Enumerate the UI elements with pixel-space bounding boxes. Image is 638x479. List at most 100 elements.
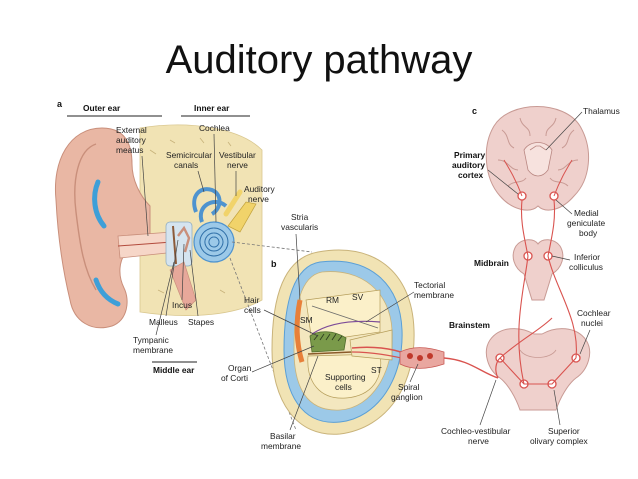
- basilar-label-2: membrane: [261, 441, 301, 451]
- brainstem-fold: [519, 349, 557, 358]
- panel-b-letter: b: [271, 259, 277, 269]
- tectorial-label-1: Tectorial: [414, 280, 445, 290]
- midbrain-label: Midbrain: [474, 258, 509, 268]
- spiral-ganglion-leader: [409, 363, 419, 383]
- panel-c-central-pathway: c Thalamus Primary auditory: [441, 106, 620, 446]
- st-label: ST: [371, 365, 382, 375]
- inferior-colliculus-label-2: colliculus: [569, 262, 603, 272]
- medial-geniculate-label-2: geniculate: [567, 218, 606, 228]
- helix-fold: [74, 143, 97, 291]
- basilar-membrane-shape: [307, 351, 353, 355]
- hair-cell-tufts: [313, 333, 343, 342]
- organ-of-corti-leader: [251, 345, 315, 373]
- tectorial-label-2: membrane: [414, 290, 454, 300]
- midbrain-section: [512, 239, 564, 301]
- tectorial-leader: [365, 291, 415, 323]
- organ-of-corti-label-1: Organ: [228, 363, 252, 373]
- ear-cartilage-blue: [92, 179, 107, 229]
- thalamus-label: Thalamus: [583, 106, 620, 116]
- stria-leader: [295, 233, 301, 301]
- brainstem-label: Brainstem: [449, 320, 490, 330]
- medial-geniculate-leader: [555, 199, 573, 215]
- semicircular-leader: [197, 170, 205, 193]
- pathway-olivary-cross: [499, 357, 577, 385]
- superior-olivary-leader: [553, 389, 561, 426]
- panel-a-letter: a: [57, 99, 63, 109]
- spiral-ganglion-label-1: Spiral: [398, 382, 420, 392]
- tympanic-leader: [155, 261, 175, 336]
- malleus-label: Malleus: [149, 317, 178, 327]
- malleus-leader: [165, 239, 179, 317]
- stria-vascularis-shape: [294, 299, 305, 363]
- tympanic-label-1: Tympanic: [133, 335, 169, 345]
- ear-canal-line: [117, 241, 173, 247]
- primary-auditory-cortex-label-3: cortex: [458, 170, 483, 180]
- scala-tympani: [307, 353, 382, 399]
- primary-auditory-cortex-label-1: Primary: [454, 150, 486, 160]
- panel-a-ear: a Outer ear Inner ear External auditory: [54, 99, 313, 431]
- medial-geniculate-label-3: body: [579, 228, 598, 238]
- cochleo-vestibular-leader: [479, 379, 497, 426]
- lobe-cartilage-blue: [93, 277, 121, 307]
- reissner-membrane: [311, 305, 379, 329]
- gyri-lines: [497, 117, 579, 187]
- cochlea-label: Cochlea: [199, 123, 230, 133]
- external-meatus-label-3: meatus: [116, 145, 143, 155]
- zoom-line-lower: [229, 257, 297, 431]
- cochleo-vestibular-label-1: Cochleo-vestibular: [441, 426, 511, 436]
- inferior-colliculus-leader: [551, 255, 571, 261]
- supporting-label-1: Supporting: [325, 372, 366, 382]
- hair-cells-label-1: Hair: [244, 295, 260, 305]
- semicircular-canal-2: [198, 200, 228, 223]
- sm-label: SM: [300, 315, 313, 325]
- pathway-nerve-entry: [495, 357, 501, 379]
- cochlear-nuclei-label-2: nuclei: [581, 318, 603, 328]
- incus-label: Incus: [172, 300, 192, 310]
- hair-cells-leader: [263, 309, 319, 337]
- vestibular-nerve-shape: [223, 189, 243, 217]
- auditory-nerve-label-2: nerve: [248, 194, 269, 204]
- ganglion-cell-1: [407, 353, 413, 359]
- auditory-nerve-shape: [227, 201, 257, 233]
- incus-leader: [181, 243, 185, 301]
- external-meatus-label-1: External: [116, 125, 147, 135]
- pathway-right-ascending: [547, 199, 556, 257]
- pathway-left-lemniscus: [518, 255, 529, 385]
- pathway-left-ascending: [520, 199, 529, 257]
- stapes-leader: [189, 249, 199, 317]
- supporting-label-2: cells: [335, 382, 352, 392]
- stria-label-1: Stria: [291, 212, 309, 222]
- inner-ear-header: Inner ear: [194, 103, 230, 113]
- superior-olivary-label-1: Superior: [548, 426, 580, 436]
- tectorial-membrane-shape: [311, 320, 381, 335]
- cochleo-vestibular-label-2: nerve: [468, 436, 489, 446]
- primary-cortex-leader: [487, 169, 519, 195]
- semicircular-label-2: canals: [174, 160, 198, 170]
- ossicles: [177, 225, 191, 253]
- cochlea-leader: [213, 133, 217, 223]
- semicircular-canal-1: [192, 187, 222, 216]
- thalamus-leader: [545, 111, 583, 151]
- stapes-label: Stapes: [188, 317, 214, 327]
- spiral-ganglion-label-2: ganglion: [391, 392, 423, 402]
- primary-auditory-cortex-label-2: auditory: [452, 160, 485, 170]
- ganglion-cell-3: [427, 353, 433, 359]
- basilar-leader: [289, 355, 319, 431]
- sv-label: SV: [352, 292, 364, 302]
- bone-texture: [149, 137, 232, 301]
- ganglion-cell-2: [417, 355, 423, 361]
- zoom-line-upper: [231, 241, 313, 253]
- panel-c-letter: c: [472, 106, 477, 116]
- panel-b-cochlea: b RM SV SM ST Supporti: [221, 212, 499, 451]
- thalamus-shape: [523, 142, 553, 177]
- pathway-left-cortex: [503, 159, 523, 197]
- hair-cells-label-2: cells: [244, 305, 261, 315]
- rm-label: RM: [326, 295, 339, 305]
- vestibular-label-2: nerve: [227, 160, 248, 170]
- auditory-nerve-label-1: Auditory: [244, 184, 276, 194]
- cochlea-spiral: [199, 227, 229, 257]
- inferior-colliculus-label-1: Inferior: [574, 252, 600, 262]
- cochlear-nuclei-label-1: Cochlear: [577, 308, 611, 318]
- vestibular-label-1: Vestibular: [219, 150, 256, 160]
